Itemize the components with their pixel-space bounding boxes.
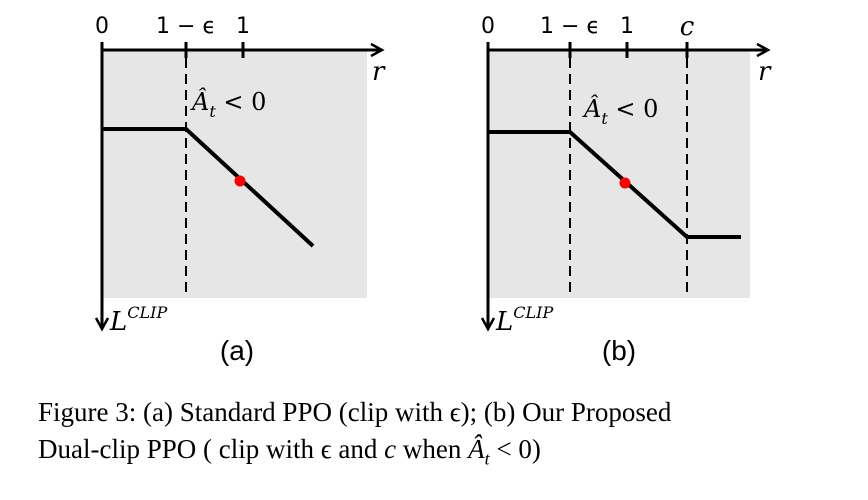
panel-b-point-r-equals-1: [619, 177, 631, 189]
panel-b-tick-label-0: 0: [481, 14, 495, 39]
caption-line-2: Dual-clip PPO ( clip with ϵ and c when Â…: [38, 434, 541, 469]
panel-a-x-axis-label: r: [372, 57, 386, 87]
panel-b-x-axis-label: r: [758, 57, 772, 87]
panel-b-tick-label-c: c: [680, 12, 695, 42]
panel-a-condition-label: Ât < 0: [190, 87, 266, 121]
panel-a-tick-label-1-minus-eps: 1 − ϵ: [156, 14, 216, 39]
caption-line-1: Figure 3: (a) Standard PPO (clip with ϵ)…: [38, 397, 672, 427]
panel-a-point-r-equals-1: [234, 175, 246, 187]
panel-a: 0 1 − ϵ 1 r LCLIP Ât < 0 (a): [94, 14, 386, 366]
panel-a-objective-curve: [102, 127, 315, 248]
panel-a-label: (a): [220, 335, 254, 366]
panel-a-y-axis-arrow: [94, 317, 110, 332]
panel-a-y-axis-label: LCLIP: [109, 303, 167, 337]
figure-3: 0 1 − ϵ 1 r LCLIP Ât < 0 (a): [94, 12, 772, 366]
panel-a-x-axis-arrow: [370, 42, 385, 58]
panel-b-y-axis-arrow: [480, 317, 496, 332]
panel-a-tick-label-0: 0: [95, 14, 109, 39]
panel-b-y-axis-label: LCLIP: [495, 303, 553, 337]
panel-b-label: (b): [602, 335, 636, 366]
panel-a-tick-label-1: 1: [236, 14, 250, 39]
panel-b-condition-label: Ât < 0: [582, 94, 658, 128]
panel-b-tick-label-1-minus-eps: 1 − ϵ: [540, 14, 600, 39]
figure-caption: Figure 3: (a) Standard PPO (clip with ϵ)…: [38, 394, 838, 477]
panel-b-x-axis-arrow: [756, 42, 771, 58]
panel-b-tick-label-1: 1: [620, 14, 634, 39]
panel-b: 0 1 − ϵ 1 c r LCLIP Ât < 0 (b): [480, 12, 772, 366]
